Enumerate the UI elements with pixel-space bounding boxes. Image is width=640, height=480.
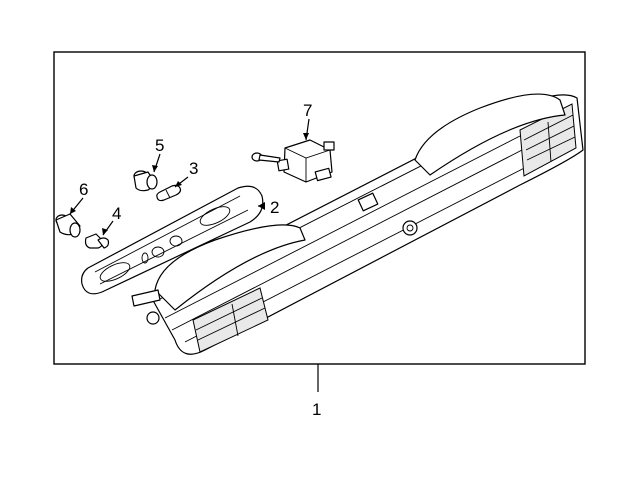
arrow-7 <box>303 133 309 140</box>
bulb-3[interactable] <box>156 184 182 202</box>
socket-5[interactable] <box>133 170 158 192</box>
callout-3: 3 <box>189 159 198 178</box>
bulb-holder-plate[interactable] <box>81 185 264 295</box>
arrow-4 <box>102 228 108 235</box>
callout-5: 5 <box>155 136 164 155</box>
arrow-6 <box>70 207 76 214</box>
tail-lamp-assembly[interactable] <box>131 93 584 355</box>
callout-7: 7 <box>303 101 312 120</box>
arrow-3 <box>175 181 182 187</box>
bulb-4[interactable] <box>84 233 110 249</box>
screw[interactable] <box>251 152 281 163</box>
diagram-frame <box>53 51 586 365</box>
callout-1: 1 <box>312 400 321 419</box>
callout-2: 2 <box>270 198 279 217</box>
callout-6: 6 <box>79 180 88 199</box>
connector-module[interactable] <box>276 139 335 183</box>
socket-6[interactable] <box>55 213 81 238</box>
callout-4: 4 <box>112 204 121 223</box>
arrow-2 <box>258 202 265 210</box>
arrow-5 <box>152 165 158 172</box>
